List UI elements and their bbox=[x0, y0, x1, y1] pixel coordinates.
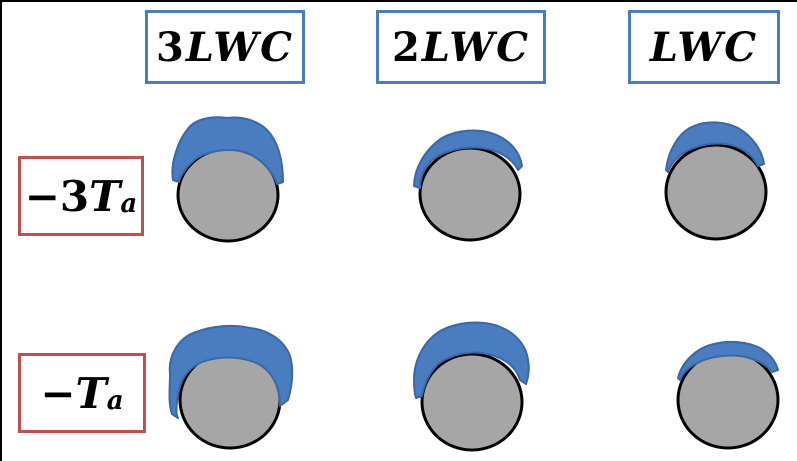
column-label-symbol: LWC bbox=[649, 23, 759, 71]
column-label-prefix: 2 bbox=[391, 23, 422, 71]
iced-cylinder-lwc-3ta bbox=[664, 121, 768, 241]
ice-accretion bbox=[677, 340, 779, 381]
row-label-subscript: a bbox=[120, 189, 138, 219]
iced-cylinder-3lwc-ta bbox=[168, 324, 294, 450]
row-label-sign: − bbox=[40, 368, 76, 418]
ice-accretion bbox=[665, 121, 765, 173]
row-label-symbol: T bbox=[89, 171, 121, 221]
iced-cylinder-2lwc-ta bbox=[413, 321, 530, 452]
cylinder-body bbox=[664, 143, 768, 241]
iced-cylinder-2lwc-3ta bbox=[413, 129, 523, 242]
column-label-symbol: LWC bbox=[421, 23, 530, 71]
row-label-sign: − bbox=[24, 171, 60, 221]
iced-cylinder-3lwc-3ta bbox=[171, 116, 284, 243]
column-label-lwc: LWC bbox=[628, 10, 780, 84]
iced-cylinder-lwc-ta bbox=[676, 340, 780, 450]
row-label-symbol: T bbox=[75, 368, 107, 418]
ice-accretion bbox=[413, 129, 523, 189]
cylinder-body bbox=[418, 146, 522, 242]
ice-accretion bbox=[168, 324, 294, 419]
row-label-prefix: 3 bbox=[59, 171, 90, 221]
ice-accretion bbox=[171, 116, 284, 185]
column-label-symbol: LWC bbox=[185, 23, 294, 71]
cylinder-body bbox=[420, 352, 524, 452]
column-label-prefix: 3 bbox=[155, 23, 186, 71]
ice-accretion bbox=[413, 321, 530, 399]
row-label-subscript: a bbox=[106, 386, 124, 416]
